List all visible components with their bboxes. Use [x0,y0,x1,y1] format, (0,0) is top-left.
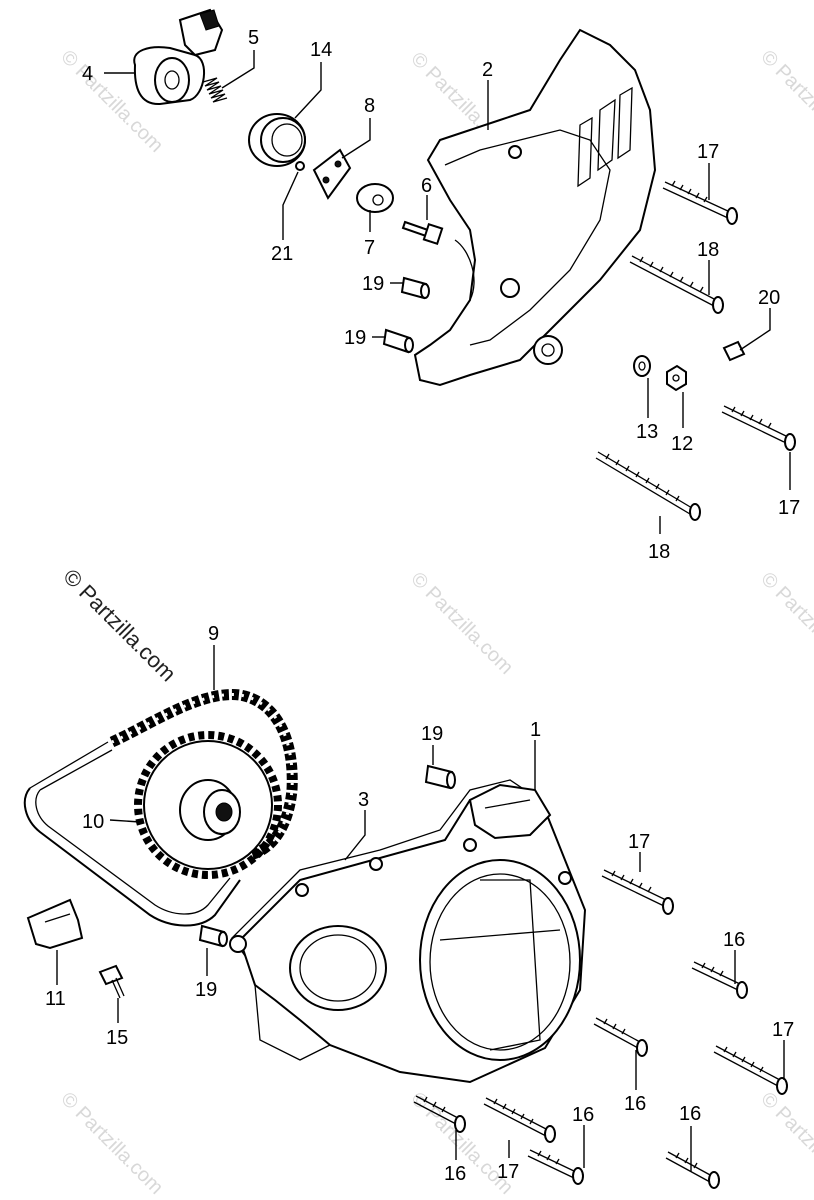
part-15-bolt [98,964,125,999]
part-21-ball [295,161,305,171]
callout-16: 16 [624,1093,646,1115]
callout-17: 17 [497,1161,519,1183]
part-16-bolt [593,1017,648,1057]
callout-16: 16 [723,929,745,951]
callout-19: 19 [421,723,443,745]
belt-loop [23,741,241,927]
part-16-bolt [527,1149,584,1185]
callout-20: 20 [758,287,780,309]
watermark-text: © Partzilla.com [56,1088,167,1199]
callout-2: 2 [482,59,493,81]
part-7-cam [356,183,394,213]
part-20-screw [722,340,746,362]
callout-7: 7 [364,237,375,259]
callout-18: 18 [648,541,670,563]
part-10-sprocket [134,731,282,879]
callout-1: 1 [530,719,541,741]
callout-17: 17 [772,1019,794,1041]
callout-16: 16 [679,1103,701,1125]
watermark-main: © Partzilla.com [58,564,181,687]
part-17-bolt [721,405,796,451]
callout-9: 9 [208,623,219,645]
callout-16: 16 [444,1163,466,1185]
callout-11: 11 [45,988,66,1010]
callout-10: 10 [82,811,104,833]
callout-15: 15 [106,1027,128,1049]
watermark-text: © Partzilla.com [406,568,517,679]
part-19-dowel-top [400,276,430,300]
part-12-nut [666,364,687,392]
part-16-bolt [665,1151,720,1189]
part-11-clip [26,898,84,950]
callout-19: 19 [195,979,217,1001]
callout-12: 12 [671,433,693,455]
callout-14: 14 [310,39,332,61]
part-5-spring [202,77,228,103]
part-17-bolt [713,1045,788,1095]
part-16-bolt [691,961,748,999]
callout-17: 17 [778,497,800,519]
leader-lines [56,50,791,1172]
part-17-bolt [662,180,738,225]
part-9-chain [109,689,298,861]
callout-labels: 4 5 14 8 21 7 6 19 19 2 17 18 20 13 12 1… [45,27,800,1185]
part-18-bolt [629,255,724,314]
callout-21: 21 [271,243,293,265]
part-18-bolt [595,451,701,521]
part-8-plate [312,148,352,200]
part-13-washer [633,355,651,377]
callout-17: 17 [628,831,650,853]
callout-4: 4 [82,63,93,85]
callout-19: 19 [344,327,366,349]
callout-6: 6 [421,175,432,197]
watermark-text: © Partzilla.com [756,1088,814,1199]
callout-19: 19 [362,273,384,295]
part-6-stud [401,220,444,246]
callout-16: 16 [572,1104,594,1126]
part-17-bolt [483,1097,556,1143]
callout-3: 3 [358,789,369,811]
callout-18: 18 [697,239,719,261]
watermark-text: © Partzilla.com [756,568,814,679]
callout-13: 13 [636,421,658,443]
callout-8: 8 [364,95,375,117]
watermark-text: © Partzilla.com [756,46,814,157]
part-19-dowel-mid [382,328,414,354]
part-19-dowel-upper-right [424,764,456,790]
part-4-tensioner [133,8,224,106]
part-17-bolt [601,869,674,915]
part-14-seal [248,113,306,167]
part-1-crankcase-cover [229,783,587,1084]
callout-5: 5 [248,27,259,49]
part-19-dowel-lower-left [198,924,228,948]
part-2-sprocket-cover [413,28,657,387]
part-16-bolt [413,1095,466,1133]
callout-17: 17 [697,141,719,163]
